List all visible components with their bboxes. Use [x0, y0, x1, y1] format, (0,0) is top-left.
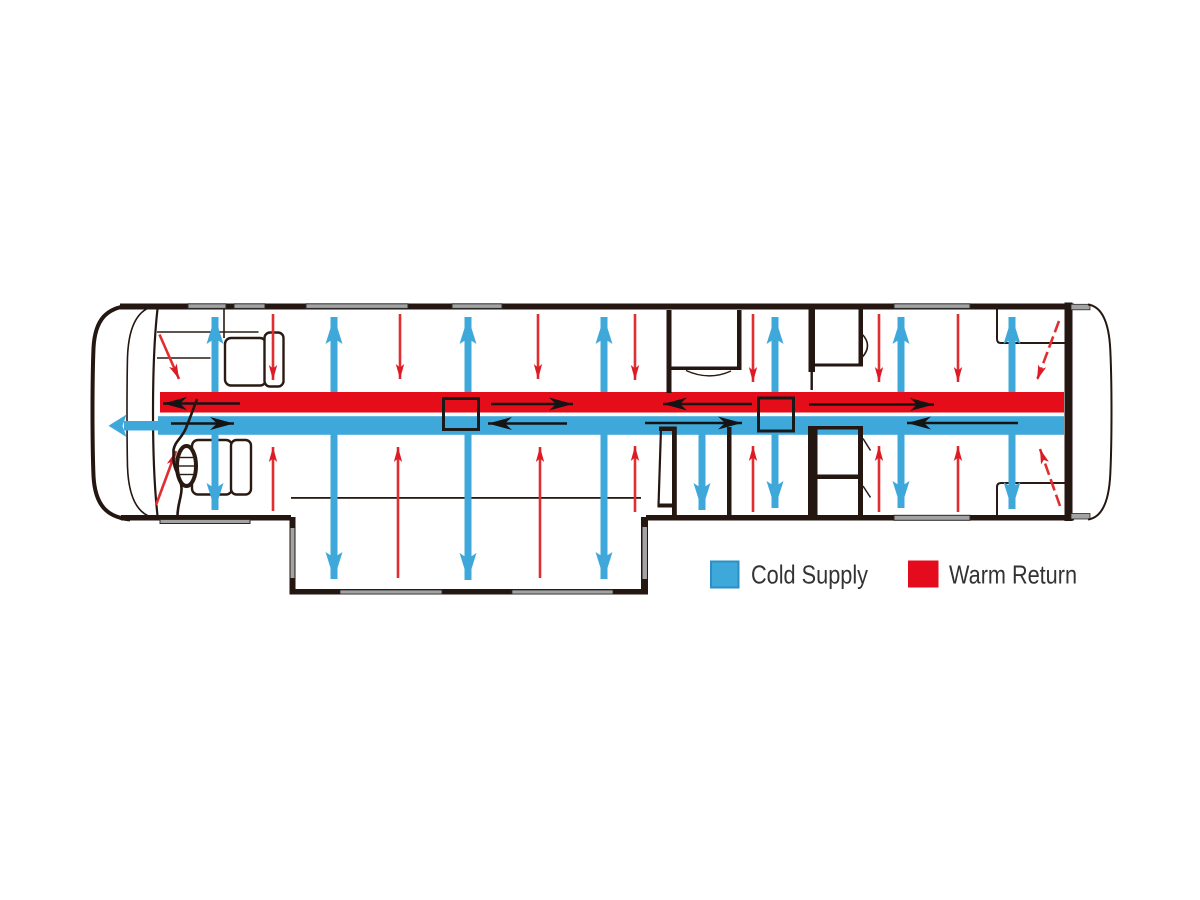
svg-text:Cold Supply: Cold Supply [751, 560, 868, 590]
svg-text:Warm Return: Warm Return [949, 560, 1077, 590]
